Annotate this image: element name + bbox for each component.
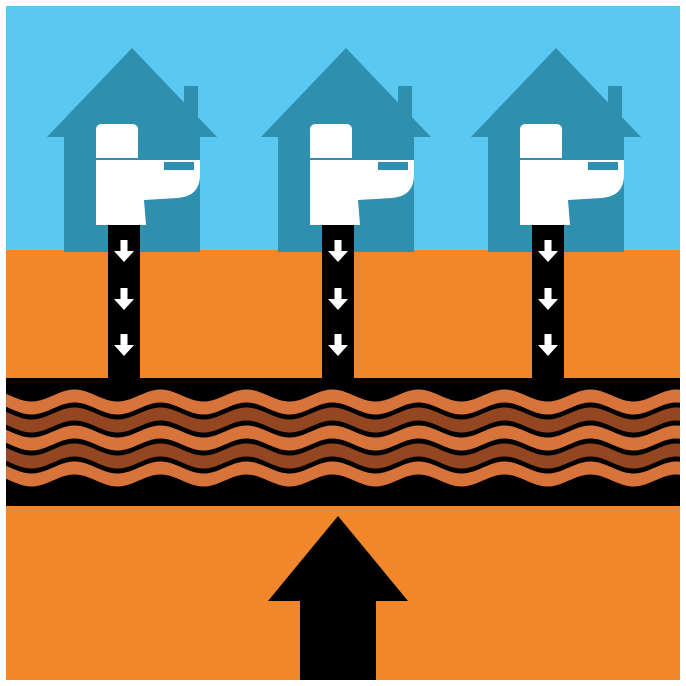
sewer-diagram — [0, 0, 686, 686]
